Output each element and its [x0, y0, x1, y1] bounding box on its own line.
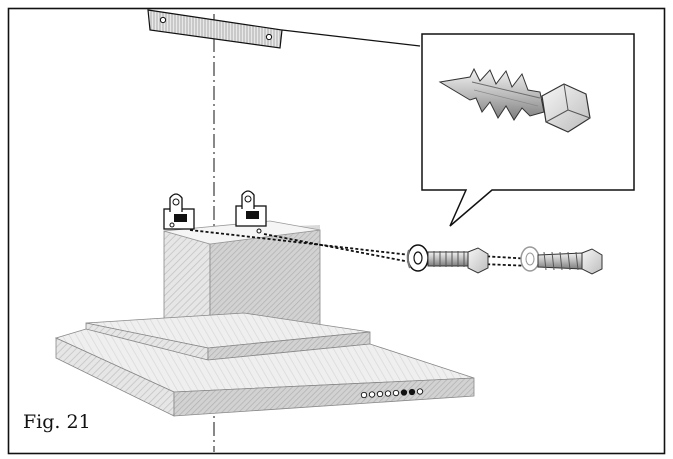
screw-icon: [427, 247, 489, 274]
control-button: [392, 389, 400, 397]
control-button: [416, 388, 424, 395]
wall-plug-icon: [520, 246, 603, 275]
wall-bracket-icon: [147, 9, 283, 49]
washer-icon: [406, 244, 429, 272]
control-button: [400, 389, 408, 396]
control-button: [376, 390, 384, 398]
mounting-hook-icon: [163, 193, 195, 230]
figure-caption: Fig. 21: [23, 411, 91, 433]
control-button: [384, 390, 392, 397]
hood-chimney: [163, 220, 321, 339]
control-panel: [360, 388, 424, 399]
screw-icon: [438, 67, 591, 133]
leader-line: [281, 29, 421, 47]
control-button: [408, 388, 416, 396]
inset-callout: [421, 33, 635, 227]
control-button: [368, 391, 376, 398]
hood-canopy: [54, 312, 475, 417]
figure-frame: [7, 7, 666, 455]
mounting-hook-icon: [235, 190, 267, 234]
control-button: [360, 391, 368, 399]
